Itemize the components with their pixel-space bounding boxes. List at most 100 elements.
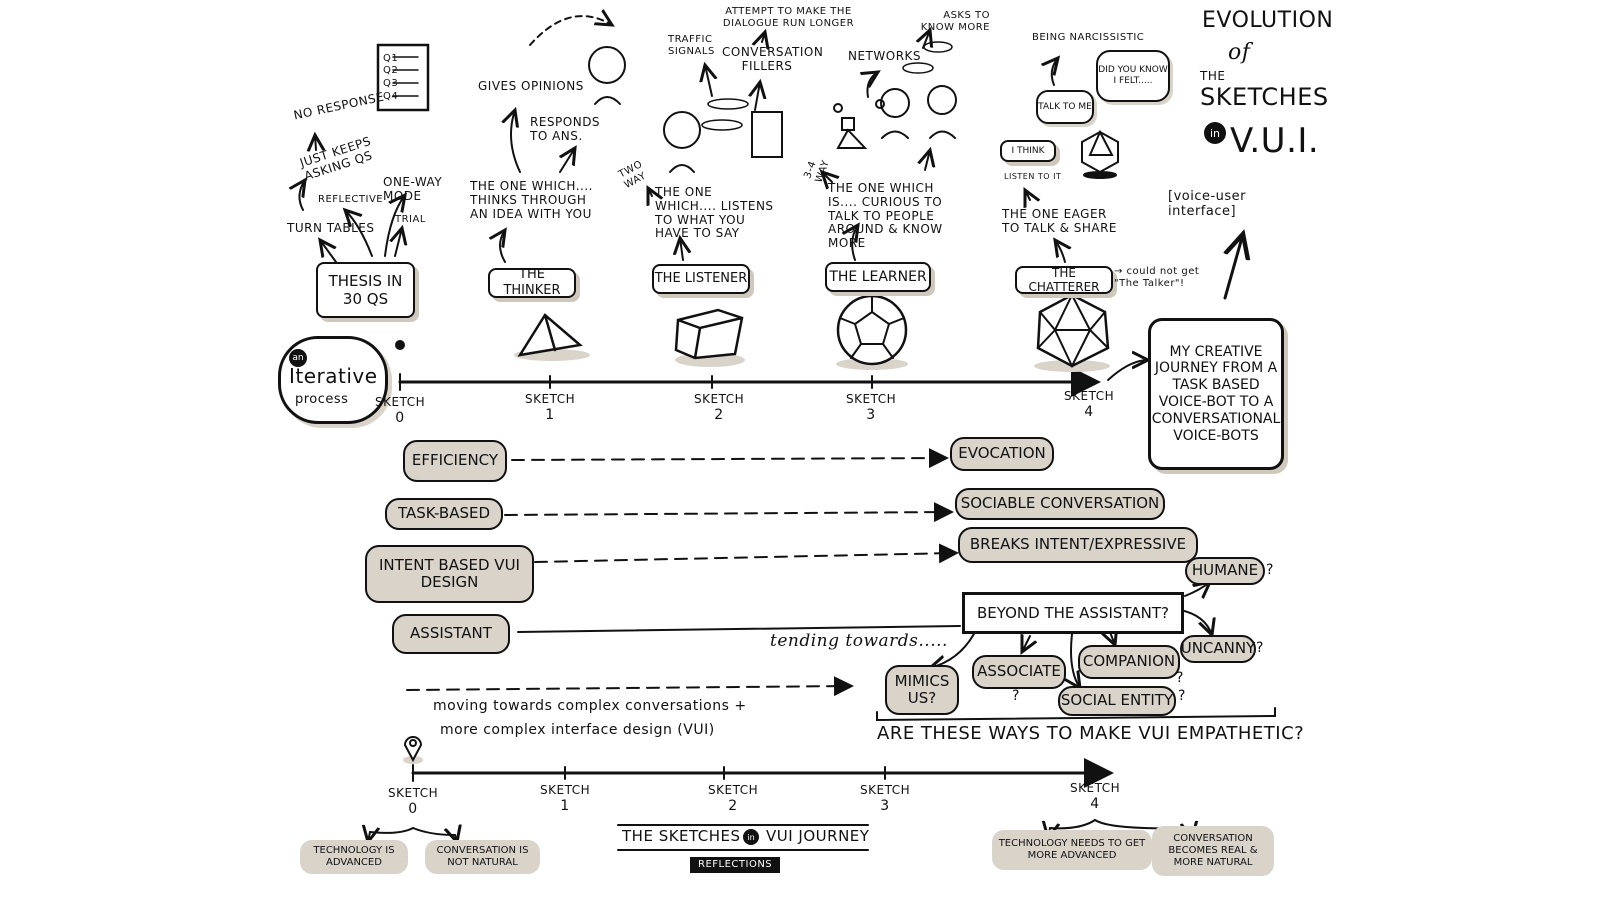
tending-towards: tending towards..... bbox=[770, 631, 948, 651]
thesis-note-reflective: Reflective bbox=[318, 194, 384, 205]
social-entity-question: ? bbox=[1178, 688, 1186, 704]
arrow-intent-breaks bbox=[534, 543, 959, 564]
conclusion-box: My creative journey from a task based vo… bbox=[1148, 318, 1284, 470]
from-task-based: Task-Based bbox=[385, 498, 503, 530]
small-icosahedron bbox=[1081, 129, 1119, 179]
arrow-task-sociable bbox=[504, 502, 954, 523]
journey-title-b: VUI JOURNEY bbox=[766, 827, 870, 845]
title-the: THE bbox=[1200, 69, 1226, 83]
thesis-note-trial: trial bbox=[395, 214, 426, 225]
reflection-start-conversation: Conversation is not natural bbox=[425, 840, 540, 874]
from-efficiency: Efficiency bbox=[403, 440, 507, 482]
humane-question: ? bbox=[1266, 562, 1274, 578]
chatterer-bubble-talk-to-me: Talk to me bbox=[1036, 90, 1094, 124]
arrow-moving-towards bbox=[406, 676, 854, 697]
sketch-4-chatterer-label: THE CHATTERER bbox=[1015, 266, 1113, 294]
uncanny-question: ? bbox=[1256, 640, 1264, 656]
chatterer-note-listen: Listen to it bbox=[1004, 172, 1062, 181]
title-in-badge: in bbox=[1204, 122, 1226, 144]
line-assistant-beyond bbox=[517, 625, 961, 633]
title-sketches: SKETCHES bbox=[1200, 83, 1329, 111]
option-social-entity: Social entity bbox=[1058, 686, 1176, 716]
doc-q1: Q1 bbox=[383, 53, 399, 64]
learner-note-asks: Asks to know more bbox=[920, 10, 990, 33]
option-humane: Humane bbox=[1185, 557, 1265, 585]
pyramid-shape bbox=[514, 313, 590, 361]
reflections-label: REFLECTIONS bbox=[690, 857, 781, 873]
empathy-question: ARE THESE WAYS TO MAKE VUI EMPATHETIC? bbox=[877, 723, 1305, 744]
thinker-note-responds: Responds to Ans. bbox=[530, 115, 601, 143]
listener-description: THE ONE WHICH.... LISTENS TO WHAT YOU HA… bbox=[655, 185, 774, 241]
title-vui-expansion: [voice-user interface] bbox=[1168, 189, 1247, 219]
arrow-efficiency-evocation bbox=[511, 448, 949, 469]
moving-towards-line2: more complex interface design (VUI) bbox=[440, 722, 715, 738]
to-sociable-conversation: Sociable Conversation bbox=[955, 488, 1165, 520]
empathy-bracket bbox=[876, 707, 1276, 722]
intro-process: process bbox=[295, 392, 349, 407]
from-intent-based: Intent based VUI Design bbox=[365, 545, 534, 603]
dodecahedron-shape bbox=[836, 294, 908, 370]
sketch-2-listener-label: THE LISTENER bbox=[652, 264, 750, 294]
thesis-note-turn-tables: turn tables bbox=[287, 221, 375, 235]
journey-title-a: THE SKETCHES bbox=[622, 827, 741, 845]
sketch-3-learner-label: THE LEARNER bbox=[825, 262, 931, 292]
option-companion: Companion bbox=[1078, 645, 1180, 679]
to-evocation: Evocation bbox=[950, 437, 1054, 471]
listener-note-fillers: Conversation fillers bbox=[722, 45, 824, 73]
journey-in-badge: in bbox=[743, 829, 759, 845]
icosahedron-shape bbox=[1034, 292, 1110, 372]
person-listener bbox=[663, 111, 783, 173]
listener-note-attempt: Attempt to make the dialogue run longer bbox=[722, 6, 855, 29]
thinker-note-gives-opinions: Gives opinions bbox=[478, 79, 584, 93]
title-of: of bbox=[1228, 40, 1251, 65]
title-evolution: EVOLUTION bbox=[1202, 8, 1334, 33]
cube-shape bbox=[674, 308, 745, 367]
chatterer-description: THE ONE EAGER TO TALK & SHARE bbox=[1002, 207, 1118, 235]
learner-description: THE ONE WHICH IS.... CURIOUS TO TALK TO … bbox=[828, 181, 943, 251]
bottom-timeline-ticks bbox=[412, 764, 886, 782]
option-mimics-us: Mimics us? bbox=[885, 665, 959, 715]
intro-iterative: Iterative bbox=[289, 364, 378, 388]
chatterer-note-narcissistic: Being narcissistic bbox=[1032, 32, 1145, 43]
doc-q2: Q2 bbox=[383, 65, 399, 76]
to-beyond-assistant: Beyond the Assistant? bbox=[962, 592, 1184, 634]
person-thinker bbox=[588, 46, 626, 105]
reflection-end-technology: Technology needs to get more advanced bbox=[992, 830, 1152, 870]
sketch-1-thinker-label: THE THINKER bbox=[488, 267, 576, 298]
moving-towards-line1: moving towards complex conversations + bbox=[433, 698, 747, 714]
from-assistant: Assistant bbox=[392, 614, 510, 654]
learner-note-networks: Networks bbox=[848, 49, 922, 63]
option-associate: Associate bbox=[972, 655, 1066, 689]
thesis-note-one-way: one-way mode bbox=[383, 175, 443, 203]
chatterer-bubble-did-you-know: Did you know I felt..... bbox=[1096, 50, 1170, 102]
option-uncanny: Uncanny bbox=[1180, 635, 1256, 663]
chatterer-aside: → could not get "The Talker"! bbox=[1114, 266, 1200, 289]
speech-bubbles bbox=[701, 41, 953, 131]
chatterer-bubble-i-think: I think bbox=[1000, 140, 1056, 162]
top-timeline-ticks bbox=[399, 373, 873, 391]
doc-q3: Q3 bbox=[383, 78, 399, 89]
doc-q4: Q4 bbox=[383, 91, 399, 102]
companion-question: ? bbox=[1176, 670, 1184, 686]
intro-an: an bbox=[289, 349, 307, 367]
sketch-0-thesis-label: THESIS IN 30 Qs bbox=[316, 262, 415, 318]
start-dot bbox=[395, 340, 405, 350]
reflection-start-technology: Technology is advanced bbox=[300, 840, 408, 874]
listener-note-traffic-signals: Traffic signals bbox=[668, 34, 715, 57]
question-document bbox=[376, 43, 430, 112]
to-breaks-intent: Breaks intent/expressive bbox=[958, 527, 1198, 563]
location-pin-icon bbox=[403, 736, 423, 764]
people-learner bbox=[833, 85, 957, 149]
